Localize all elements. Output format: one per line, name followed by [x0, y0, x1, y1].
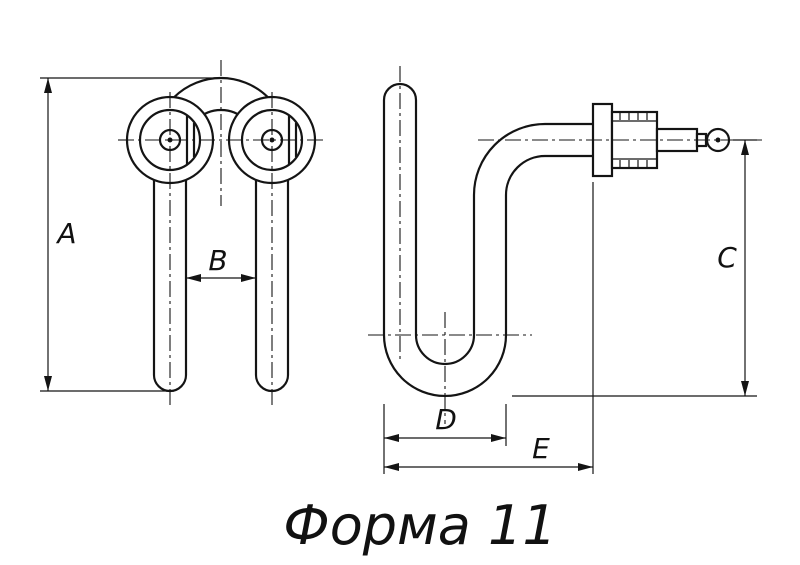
dimension-label-b: B: [208, 244, 227, 277]
drawing-title: Форма 11: [283, 494, 557, 557]
fitting-terminal-ball-center-dot: [715, 137, 721, 143]
side-tube-top-cap: [382, 82, 418, 101]
dimension-b: B: [186, 244, 256, 282]
dim-d-arrow-left: [384, 434, 399, 442]
dimension-e: E: [384, 182, 594, 474]
dim-c-arrow-down: [741, 381, 749, 396]
dimension-a: A: [40, 77, 218, 392]
front-view: [118, 60, 324, 408]
side-bottom-bend-inner: [414, 334, 476, 366]
dim-b-arrow-right: [241, 274, 256, 282]
dim-e-arrow-left: [384, 463, 399, 471]
side-elbow-outer: [472, 122, 546, 196]
dimension-c: C: [512, 139, 757, 397]
dim-a-arrow-up: [44, 78, 52, 93]
dimension-label-e: E: [532, 432, 550, 465]
dim-c-arrow-up: [741, 140, 749, 155]
dimension-label-a: A: [55, 217, 76, 250]
side-elbow-inner: [504, 154, 546, 196]
dimension-label-d: D: [435, 403, 457, 436]
side-view: [368, 66, 762, 424]
dim-a-arrow-down: [44, 376, 52, 391]
dim-e-arrow-right: [578, 463, 593, 471]
dimension-d: D: [383, 403, 507, 474]
dim-b-arrow-left: [186, 274, 201, 282]
dimension-label-c: C: [717, 241, 737, 274]
dim-d-arrow-right: [491, 434, 506, 442]
